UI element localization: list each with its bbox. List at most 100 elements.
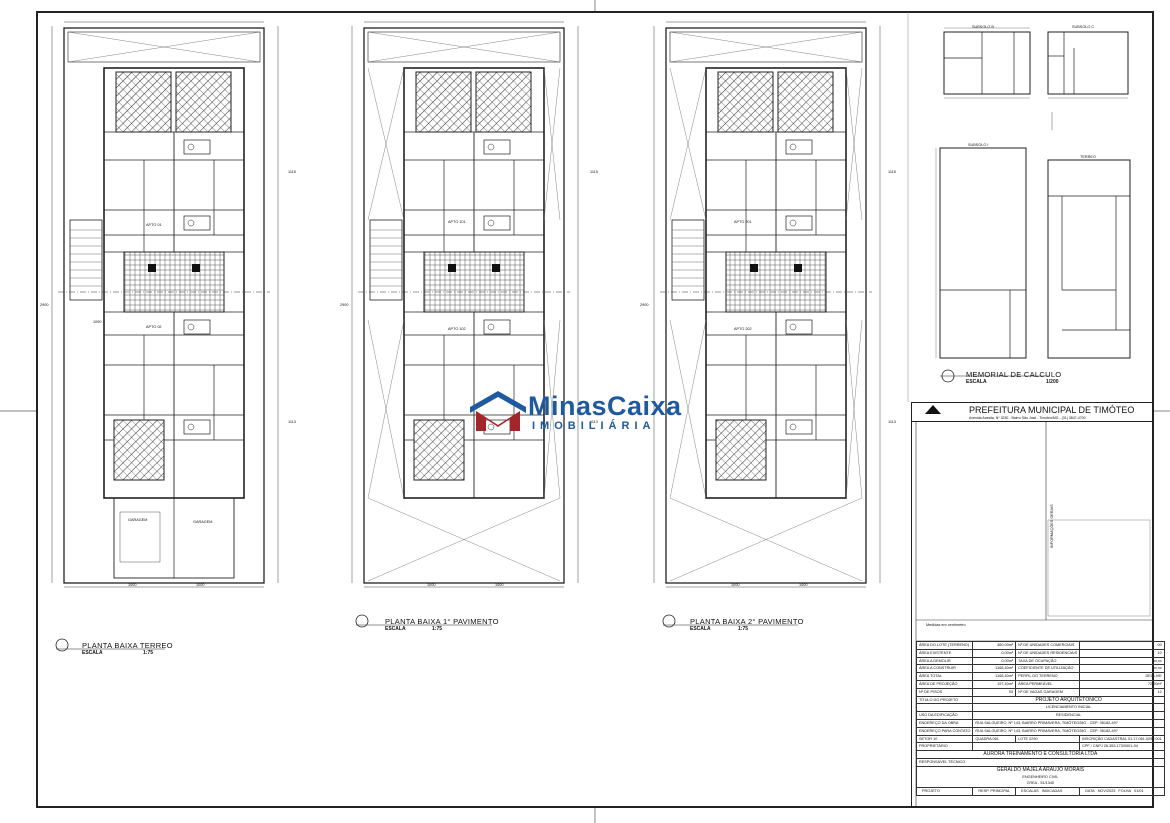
footer-label: PROJETO (922, 789, 940, 794)
room-label: GARAGEM (128, 518, 148, 522)
quadro-value: xx,xx (1079, 656, 1165, 666)
prefeitura-title: PREFEITURA MUNICIPAL DE TIMÓTEO (969, 405, 1135, 415)
plan-scale-label: ESCALA (82, 650, 103, 656)
tb-value: 0290 (1029, 736, 1038, 741)
dimension-label: 2900 (40, 303, 49, 307)
resp-titulo: ENGENHEIRO CIVIL (916, 773, 1165, 781)
tb-value: 10 (933, 736, 938, 741)
quadro-value: 1166,40m² (972, 672, 1017, 681)
resp-nome: GERALDO MAJELA ARAUJO MORAIS (916, 765, 1165, 774)
footer-value: INDICADAS (1041, 789, 1063, 794)
prefeitura-address: Avenida Acesita, Nº 3230 - Bairro São Jo… (969, 416, 1086, 420)
dimension-label: 1000 (427, 583, 436, 587)
footer-label: DATA (1085, 789, 1095, 794)
memorial-scale-label: ESCALA (966, 379, 987, 385)
quadro-value: 197,40m² (972, 679, 1017, 689)
dimension-label: 1000 (731, 583, 740, 587)
subsolo-label: SUBSOLO B (972, 25, 994, 29)
subsolo-b-plan (943, 27, 1031, 99)
watermark-brand: MinasCaixa (528, 391, 682, 421)
room-label: GARAGEM (193, 520, 213, 524)
floor-plan-terreo (51, 21, 279, 588)
quadro-value: xx,xx (1079, 664, 1165, 674)
quadro-label: ÁREA EXISTENTE (915, 648, 974, 658)
footer-cell: RESP. PRINCIPAL (972, 787, 1017, 796)
sheet-border (36, 11, 1154, 808)
dimension-label: 1113 (888, 420, 896, 424)
quadro-value: 12 (1079, 687, 1165, 697)
tb-value: PROJETO ARQUITETÔNICO (972, 695, 1165, 705)
quadro-value: 05 (972, 687, 1017, 697)
tb-value: 01.17.061.0290.001 (1127, 736, 1162, 741)
quadro-label: PERFIL DO TERRENO (1015, 672, 1081, 681)
room-label: APTO 01 (146, 223, 162, 227)
tb-value: RUA SALGUEIRO, Nº 143, BAIRRO PRIMAVERA,… (972, 726, 1165, 736)
memorial-title: MEMORIAL DE CALCULO (966, 370, 1062, 379)
titleblock-lines (915, 405, 1153, 807)
titleblock-header: PREFEITURA MUNICIPAL DE TIMÓTEO Avenida … (911, 402, 1153, 422)
tb-label: PROPRIETÁRIO (915, 742, 974, 752)
dimension-label: 1000 (799, 583, 808, 587)
quadro-label: ÁREA TOTAL (915, 672, 974, 681)
quadro-value: 1166,40m² (972, 664, 1017, 674)
subsolo-label: SUBSOLO I (968, 143, 989, 147)
tb-value: 26.353.173/0001-94 (1103, 744, 1138, 749)
footer-label: ESCALAS (1021, 789, 1039, 794)
terreo-calc-plan (1047, 159, 1131, 359)
room-label: APTO 102 (448, 327, 466, 331)
tb-label: QUADRA (975, 736, 992, 741)
dimension-label: 1000 (196, 583, 205, 587)
tb-label: CPF / CNPJ (1082, 744, 1103, 749)
subsolo-c-plan (1047, 31, 1129, 130)
tb-value: RUA SALGUEIRO, Nº 143, BAIRRO PRIMAVERA,… (972, 718, 1165, 728)
tb-label: SETOR (919, 736, 933, 741)
room-label: APTO 101 (448, 220, 466, 224)
room-label: APTO 02 (146, 325, 162, 329)
quadro-label: ÁREA A DEMOLIR (915, 656, 974, 666)
footer-value: 01/01 (1134, 789, 1144, 794)
quadro-label: Nº DE UNIDADES RESIDENCIAIS (1015, 648, 1081, 658)
plan-scale-label: ESCALA (385, 626, 406, 632)
quadro-label: ÁREA DO LOTE (TERRENO) (915, 641, 974, 650)
plan-scale-value: 1:75 (432, 626, 443, 632)
quadro-label: Nº DE VAGAS GARAGEM (1015, 687, 1081, 697)
quadro-value: 360,00m² (972, 641, 1017, 650)
footer-value: NOV/2023 (1097, 789, 1116, 794)
dimension-label: 1113 (590, 420, 598, 424)
floor-plan-1-pavimento (351, 21, 579, 588)
watermark-sub: IMOBILIÁRIA (532, 420, 656, 432)
dimension-label: 1115 (888, 170, 896, 174)
quadro-label: COEFICIENTE DE UTILIZAÇÃO (1015, 664, 1081, 674)
quadro-value: 00 (1079, 641, 1165, 650)
plan-scale-value: 1:75 (738, 626, 749, 632)
tb-value: 061 (992, 736, 999, 741)
plan-title: PLANTA BAIXA TERREO (82, 641, 173, 650)
dimension-label: 1090 (93, 320, 102, 324)
plan-title: PLANTA BAIXA 2° PAVIMENTO (690, 617, 804, 626)
tb-label: ENDEREÇO DA OBRA (915, 718, 974, 728)
dimension-label: 1115 (288, 170, 296, 174)
quadro-value: 10 (1079, 648, 1165, 658)
plan-scale-label: ESCALA (690, 626, 711, 632)
footer-cell: PROJETO (915, 787, 974, 796)
titleblock-body (911, 421, 1153, 807)
plan-title: PLANTA BAIXA 1° PAVIMENTO (385, 617, 499, 626)
subsolo-label: SUBSOLO C (1072, 25, 1095, 29)
footer-label: FOLHA (1118, 789, 1132, 794)
tb-label: TÍTULO DO PROJETO (915, 695, 974, 705)
watermark-logo: MinasCaixa IMOBILIÁRIA (468, 389, 708, 435)
tb-label: INSCRIÇÃO CADASTRAL (1082, 736, 1127, 741)
room-label: APTO 202 (734, 327, 752, 331)
footer-label: RESP. PRINCIPAL (978, 789, 1011, 794)
dimension-label: 1000 (128, 583, 137, 587)
dimension-label: 1113 (288, 420, 296, 424)
quadro-label: ÁREA A CONSTRUIR (915, 664, 974, 674)
quadro-label: Nº DE PISOS (915, 687, 974, 697)
tb-label: ENDEREÇO PARA CONTATO (915, 726, 974, 736)
tb-label: LOTE (1018, 736, 1029, 741)
